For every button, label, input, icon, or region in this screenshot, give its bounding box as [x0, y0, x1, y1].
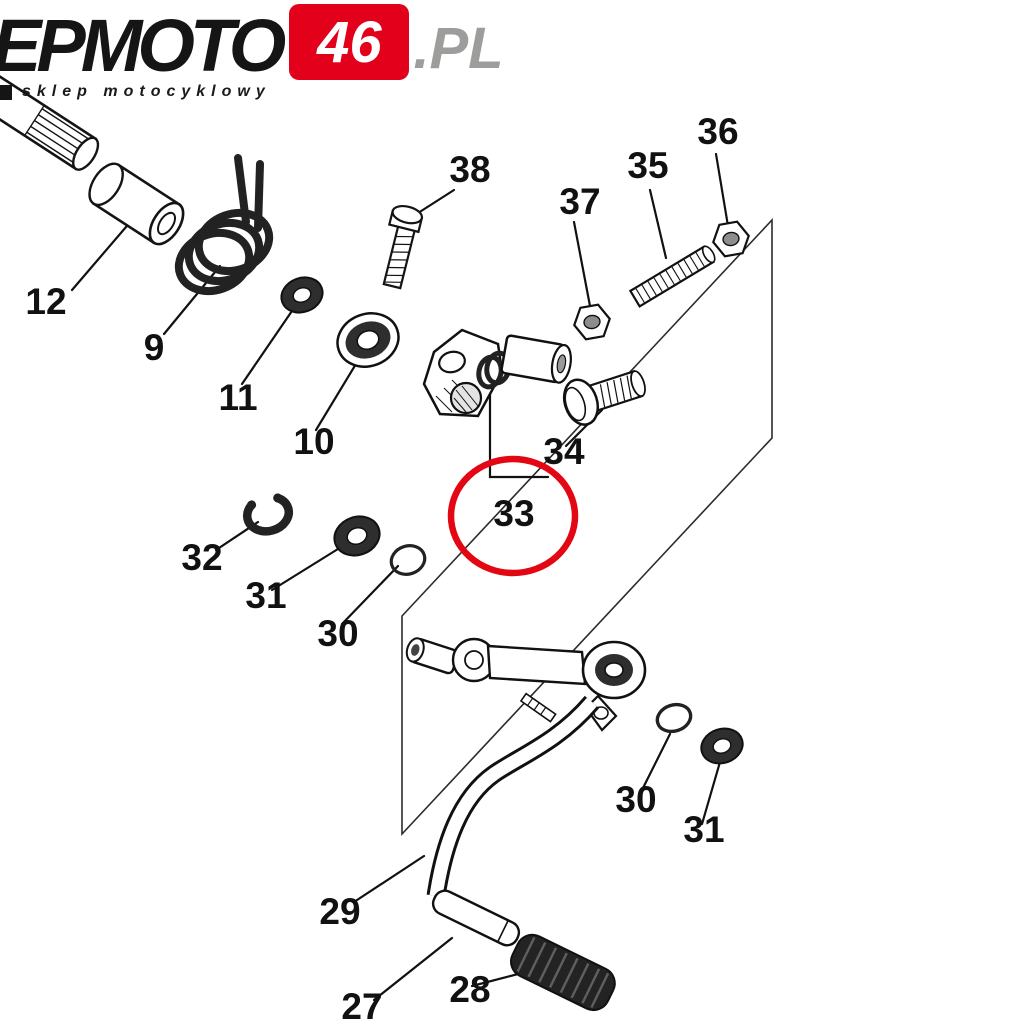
part-34-bolt [562, 369, 646, 426]
part-stopper-arm [422, 328, 504, 418]
part-label-36: 36 [697, 111, 738, 152]
part-38-bolt [382, 204, 424, 290]
highlight-circle-33 [447, 455, 579, 577]
part-label-33: 33 [493, 493, 534, 534]
part-label-38: 38 [449, 149, 490, 190]
part-label-12: 12 [25, 281, 66, 322]
logo-46-badge: 46 [289, 4, 410, 80]
part-label-9: 9 [144, 327, 165, 368]
logo-cut-mark [0, 84, 12, 100]
part-label-10: 10 [293, 421, 334, 462]
logo-tagline-text: sklep motocyklowy [22, 83, 271, 100]
part-30-oring-lower [655, 702, 693, 734]
part-29-shift-pedal [405, 637, 647, 1012]
leader-lines [70, 152, 730, 1002]
part-12-collar [88, 162, 185, 246]
part-28-pedal-rubber [510, 933, 616, 1012]
part-35-adjuster-rod [628, 245, 716, 308]
part-32-eclip [243, 493, 293, 536]
part-33-segment [476, 334, 572, 390]
part-10-bushing [336, 312, 400, 368]
part-label-37: 37 [559, 181, 600, 222]
part-label-34: 34 [543, 431, 585, 472]
part-label-30b: 30 [615, 779, 656, 820]
part-label-35: 35 [627, 145, 668, 186]
logo: EPMOTO 46 .PL sklep motocyklowy [0, 0, 504, 101]
logo-tagline: sklep motocyklowy [0, 83, 504, 101]
part-11-washer [280, 276, 324, 314]
part-9-torsion-spring [174, 154, 274, 296]
shop-logo[interactable]: EPMOTO 46 .PL [0, 0, 504, 87]
part-label-28: 28 [449, 969, 490, 1010]
part-31-washer-upper [333, 515, 381, 557]
part-shift-shaft [0, 44, 100, 171]
part-label-30a: 30 [317, 613, 358, 654]
part-label-29: 29 [319, 891, 360, 932]
logo-text-epmoto: EPMOTO [0, 3, 286, 87]
part-37-nut [573, 303, 611, 341]
part-31-washer-lower [700, 727, 744, 765]
part-30-circlip-upper [389, 544, 427, 576]
part-label-31b: 31 [683, 809, 724, 850]
logo-tld: .PL [413, 16, 504, 81]
part-label-31a: 31 [245, 575, 286, 616]
part-27-pedal-pin [431, 889, 521, 947]
part-36-nut [712, 220, 750, 258]
part-label-27: 27 [341, 986, 382, 1024]
part-label-11: 11 [218, 377, 257, 418]
assembly-frame-box [401, 217, 773, 837]
part-label-32: 32 [181, 537, 222, 578]
